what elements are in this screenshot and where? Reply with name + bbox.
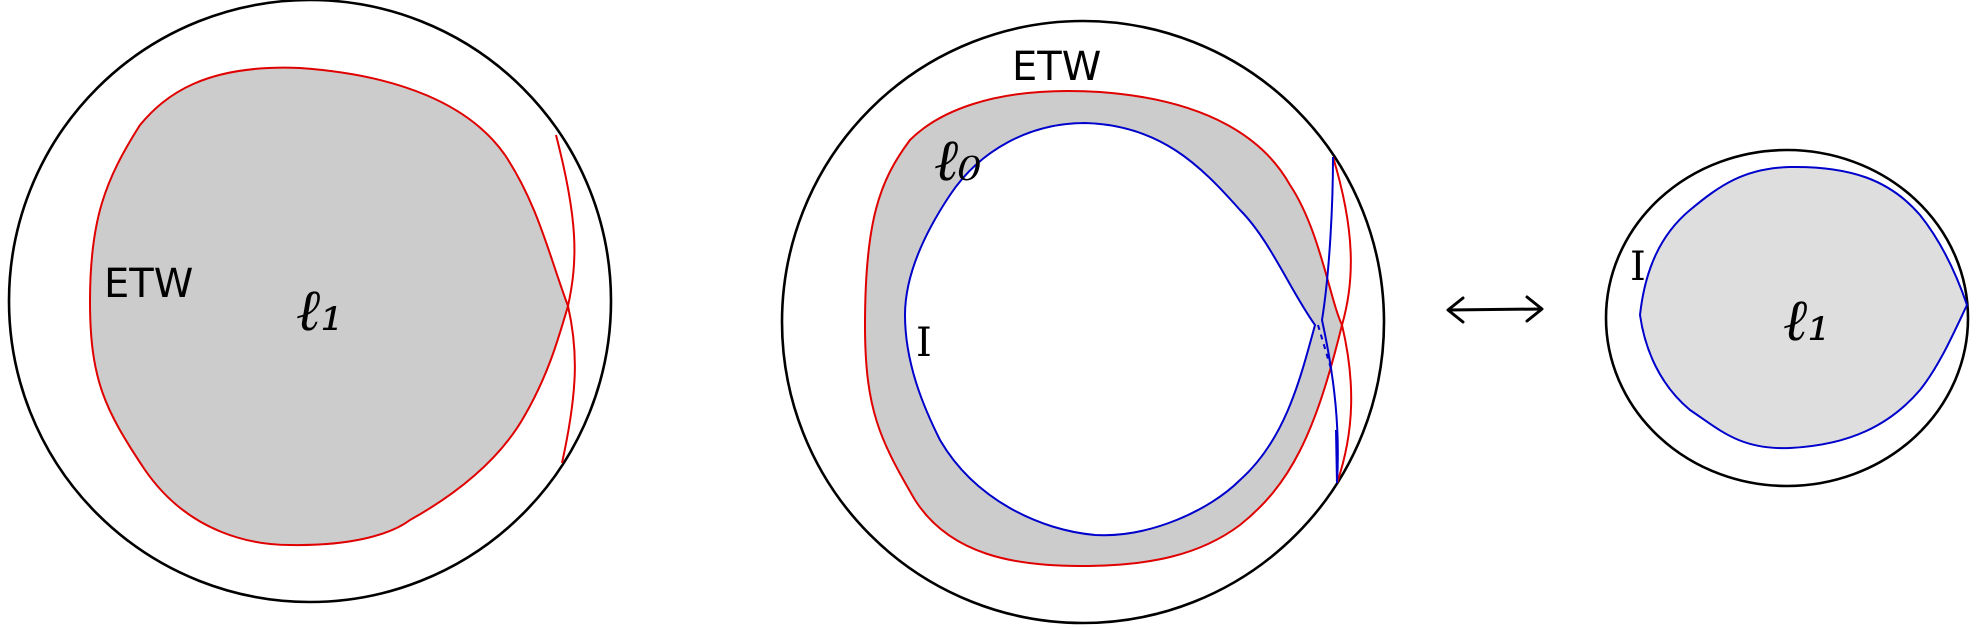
panel-middle: ETW ℓ₀ I <box>780 19 1386 625</box>
panel-right: I ℓ₁ <box>1604 148 1970 488</box>
middle-interface-label: I <box>916 320 932 366</box>
right-boundary-ellipse <box>1604 148 1970 488</box>
middle-boundary-circle <box>780 19 1386 625</box>
middle-interface-crossing-strand <box>1320 156 1339 484</box>
left-hand-label: ℓ₁ <box>296 276 343 344</box>
middle-interface-dashed-strand <box>1317 324 1333 373</box>
double-arrow-icon <box>1446 295 1544 324</box>
left-etw-label: ETW <box>104 261 193 307</box>
panel-left: ETW ℓ₁ <box>7 0 613 604</box>
left-boundary-circle <box>7 0 613 604</box>
right-hand-label: ℓ₁ <box>1783 286 1830 354</box>
middle-hand-label: ℓ₀ <box>934 126 981 194</box>
middle-interface-curve <box>903 121 1317 537</box>
left-shaded-region <box>90 67 568 546</box>
left-etw-crossing-strand <box>555 134 576 464</box>
right-shaded-region <box>1640 166 1967 449</box>
middle-etw-crossing-strand <box>1332 156 1353 484</box>
right-interface-label: I <box>1630 244 1646 290</box>
right-interface-curve <box>1638 165 1969 450</box>
middle-etw-label: ETW <box>1012 44 1101 90</box>
left-etw-curve <box>88 66 570 547</box>
middle-interface-end-segment <box>1335 429 1338 484</box>
middle-etw-curve <box>863 90 1344 568</box>
